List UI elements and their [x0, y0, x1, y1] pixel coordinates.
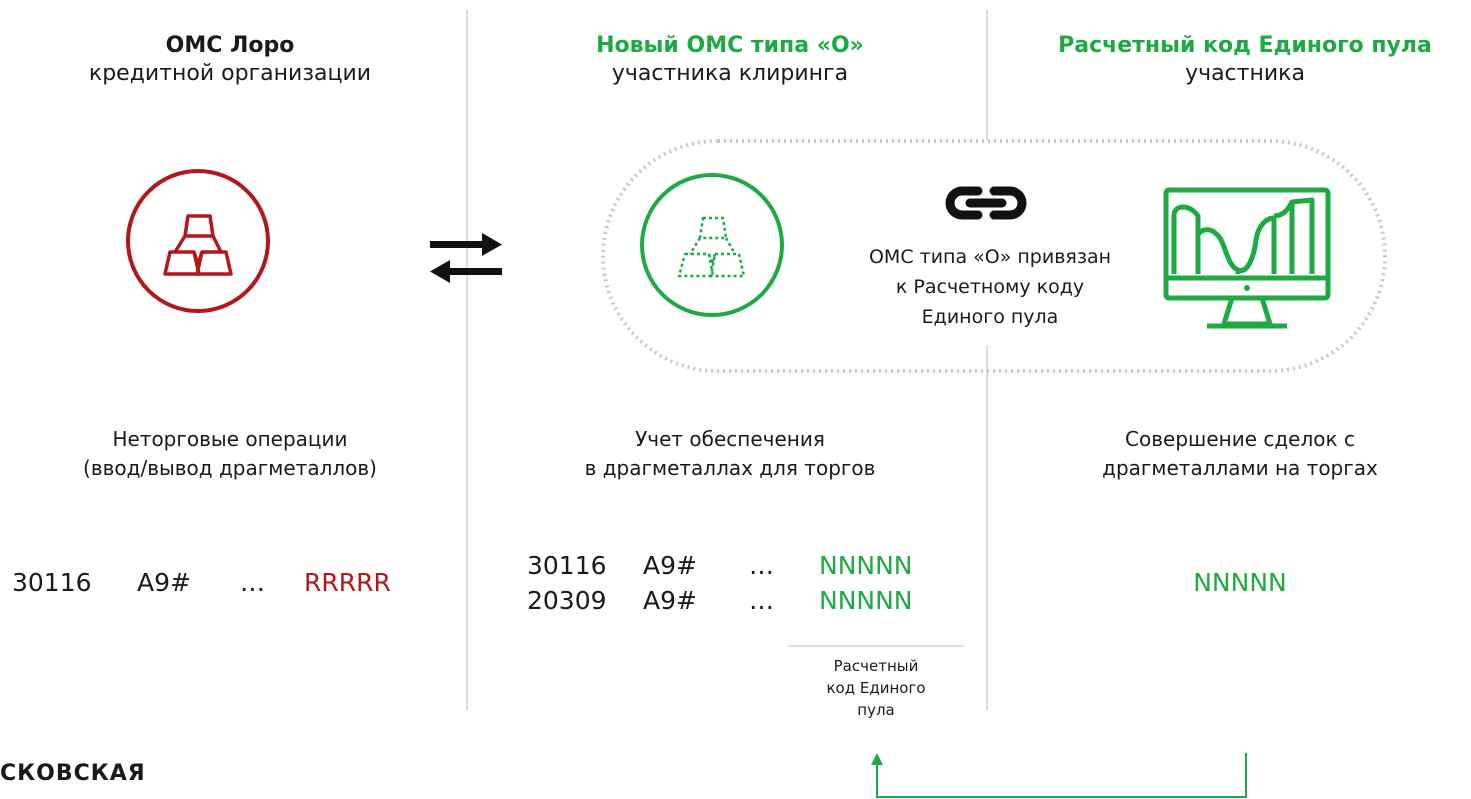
account-part: …	[240, 568, 265, 597]
up-arrow-icon	[871, 753, 1247, 798]
account-part: …	[749, 551, 774, 580]
loro-description: Неторговые операции (ввод/вывод драгмета…	[20, 425, 440, 483]
exchange-arrows-icon	[430, 233, 502, 283]
account-part: …	[749, 586, 774, 615]
code-note-underline	[788, 645, 964, 647]
new-oms-description-line: Учет обеспечения	[635, 427, 825, 451]
pool-code-subtitle: участника	[1185, 61, 1305, 86]
link-caption-line: Единого пула	[921, 306, 1059, 328]
account-part-nnnnn: NNNNN	[819, 551, 913, 580]
link-caption: ОМС типа «О» привязан к Расчетному коду …	[820, 242, 1160, 332]
link-caption-line: ОМС типа «О» привязан	[868, 246, 1112, 268]
linked-accounts-frame	[601, 139, 1387, 373]
divider-left	[466, 10, 468, 710]
divider-right-bottom	[986, 345, 988, 710]
loro-title: ОМС Лоро	[165, 33, 295, 58]
code-note: Расчетный код Единого пула	[788, 655, 964, 721]
pool-code-description-line: Совершение сделок с	[1125, 427, 1355, 451]
pool-code-value: NNNNN	[1193, 568, 1287, 597]
pool-code-description: Совершение сделок с драгметаллами на тор…	[1020, 425, 1460, 483]
link-caption-line: к Расчетному коду	[895, 276, 1085, 298]
account-part-nnnnn: NNNNN	[819, 586, 913, 615]
new-oms-description: Учет обеспечения в драгметаллах для торг…	[520, 425, 940, 483]
code-note-line: Расчетный	[833, 657, 919, 675]
pool-code-description-line: драгметаллами на торгах	[1102, 456, 1378, 480]
new-oms-subtitle: участника клиринга	[611, 61, 849, 86]
code-note-line: пула	[857, 701, 895, 719]
account-part: 20309	[527, 586, 607, 615]
gold-bars-red-icon	[126, 169, 270, 313]
account-part: 30116	[527, 551, 607, 580]
loro-description-line: (ввод/вывод драгметаллов)	[83, 456, 377, 480]
loro-description-line: Неторговые операции	[112, 427, 348, 451]
account-part-rrrrr: RRRRR	[304, 568, 391, 597]
account-part: A9#	[643, 551, 697, 580]
new-oms-title: Новый ОМС типа «О»	[596, 33, 864, 58]
chain-link-icon	[945, 186, 1027, 220]
pool-code-title: Расчетный код Единого пула	[1058, 33, 1432, 58]
new-oms-header: Новый ОМС типа «О» участника клиринга	[530, 32, 930, 88]
loro-header: ОМС Лоро кредитной организации	[30, 32, 430, 88]
account-part: 30116	[12, 568, 92, 597]
monitor-chart-icon	[1163, 187, 1331, 329]
account-part: A9#	[643, 586, 697, 615]
loro-subtitle: кредитной организации	[88, 61, 372, 86]
new-oms-description-line: в драгметаллах для торгов	[584, 456, 876, 480]
logo-text: СКОВСКАЯ	[0, 761, 146, 786]
gold-bars-dotted-green-icon	[640, 173, 784, 317]
pool-code-header: Расчетный код Единого пула участника	[1020, 32, 1470, 88]
code-note-line: код Единого	[826, 679, 926, 697]
account-part: A9#	[137, 568, 191, 597]
divider-right-top	[986, 10, 988, 140]
